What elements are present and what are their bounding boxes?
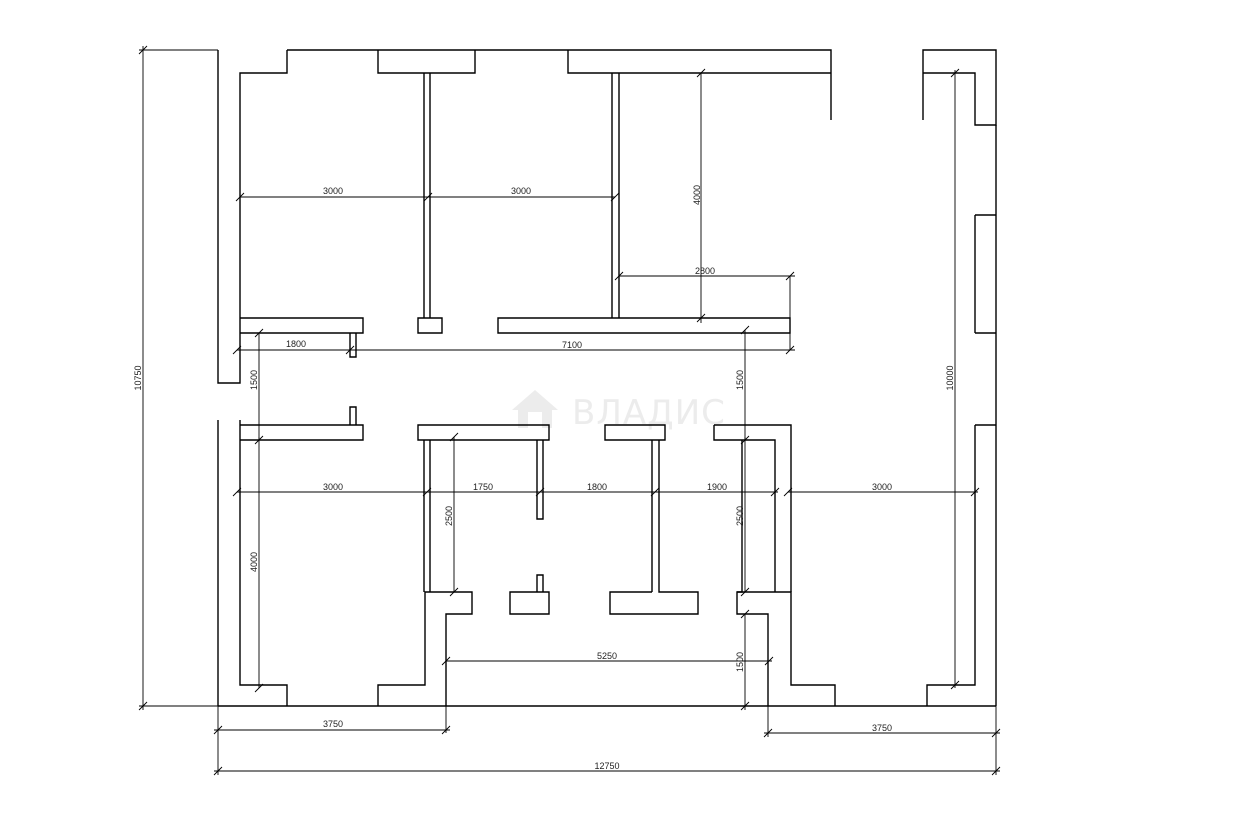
dim-label: 4000 [692, 185, 702, 205]
corridor-wall-north [240, 317, 791, 334]
dim-label: 2500 [735, 506, 745, 526]
dim-label: 3000 [872, 482, 892, 492]
partition-lower-stub [536, 440, 544, 520]
outer-wall-east [926, 125, 997, 706]
dim-label: 5250 [597, 651, 617, 661]
dim-label: 7100 [562, 340, 582, 350]
dim-label: 12750 [594, 761, 619, 771]
dim-label: 2500 [444, 506, 454, 526]
lower-stub-doors [509, 574, 550, 615]
outer-wall-west [217, 50, 288, 384]
dim-label: 3000 [323, 482, 343, 492]
corridor-wall-south-center [604, 424, 699, 615]
partition-upper-2 [611, 73, 620, 318]
partition-upper-1 [417, 73, 443, 334]
outer-wall-west-lower [217, 420, 288, 706]
watermark: ВЛАДИС [512, 390, 726, 433]
dim-label: 2800 [695, 266, 715, 276]
corridor-stub-north [349, 333, 357, 358]
corridor-wall-south-west [240, 406, 364, 441]
dim-label: 1500 [249, 370, 259, 390]
outer-wall-north [287, 49, 832, 120]
dim-label: 10750 [133, 365, 143, 390]
dim-label: 3000 [511, 186, 531, 196]
dimension-lines [138, 45, 1001, 776]
dim-label: 3750 [872, 723, 892, 733]
dim-label: 3750 [323, 719, 343, 729]
dim-label: 3000 [323, 186, 343, 196]
dimension-labels: 3000 3000 4000 2800 1800 7100 1500 1500 … [133, 185, 955, 771]
dim-label: 4000 [249, 552, 259, 572]
dim-label: 1500 [735, 370, 745, 390]
dim-label: 1800 [587, 482, 607, 492]
outer-wall-south [218, 591, 996, 707]
house-logo-icon [512, 390, 558, 428]
dim-label: 1900 [707, 482, 727, 492]
dim-label: 1500 [735, 652, 745, 672]
dim-label: 1800 [286, 339, 306, 349]
outer-wall-north-east [922, 49, 997, 126]
watermark-text: ВЛАДИС [572, 393, 726, 433]
corridor-wall-south-mid [417, 424, 550, 592]
corridor-wall-south-east [713, 424, 792, 593]
dim-label: 1750 [473, 482, 493, 492]
walls [217, 49, 997, 707]
dim-label: 10000 [945, 365, 955, 390]
